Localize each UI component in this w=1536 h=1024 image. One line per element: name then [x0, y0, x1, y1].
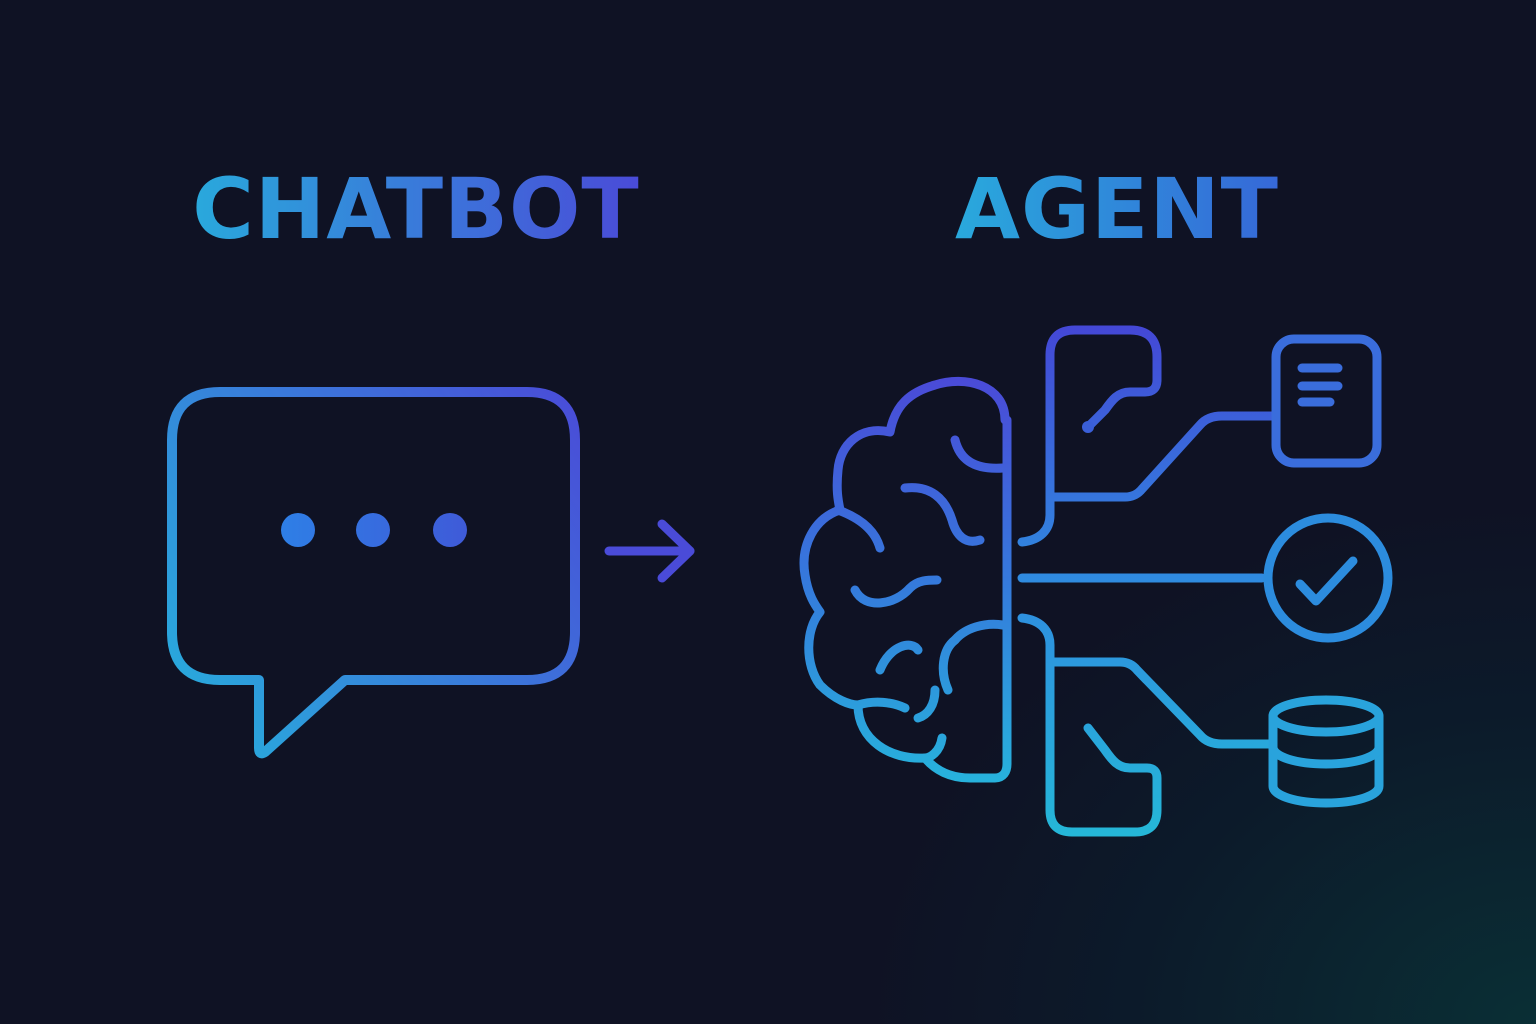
typing-dot-3: [433, 513, 467, 547]
database-icon: [1268, 695, 1384, 808]
check-circle-icon: [1263, 513, 1393, 643]
typing-dot-1: [281, 513, 315, 547]
typing-dot-2: [356, 513, 390, 547]
chatbot-title: CHATBOT: [192, 160, 639, 258]
arrow-right-icon: [604, 519, 695, 583]
speech-bubble-icon: [167, 387, 580, 759]
document-icon: [1271, 334, 1382, 468]
brain-icon: [799, 376, 1012, 783]
agent-title: AGENT: [955, 160, 1279, 258]
connector-tree: [1017, 325, 1278, 837]
